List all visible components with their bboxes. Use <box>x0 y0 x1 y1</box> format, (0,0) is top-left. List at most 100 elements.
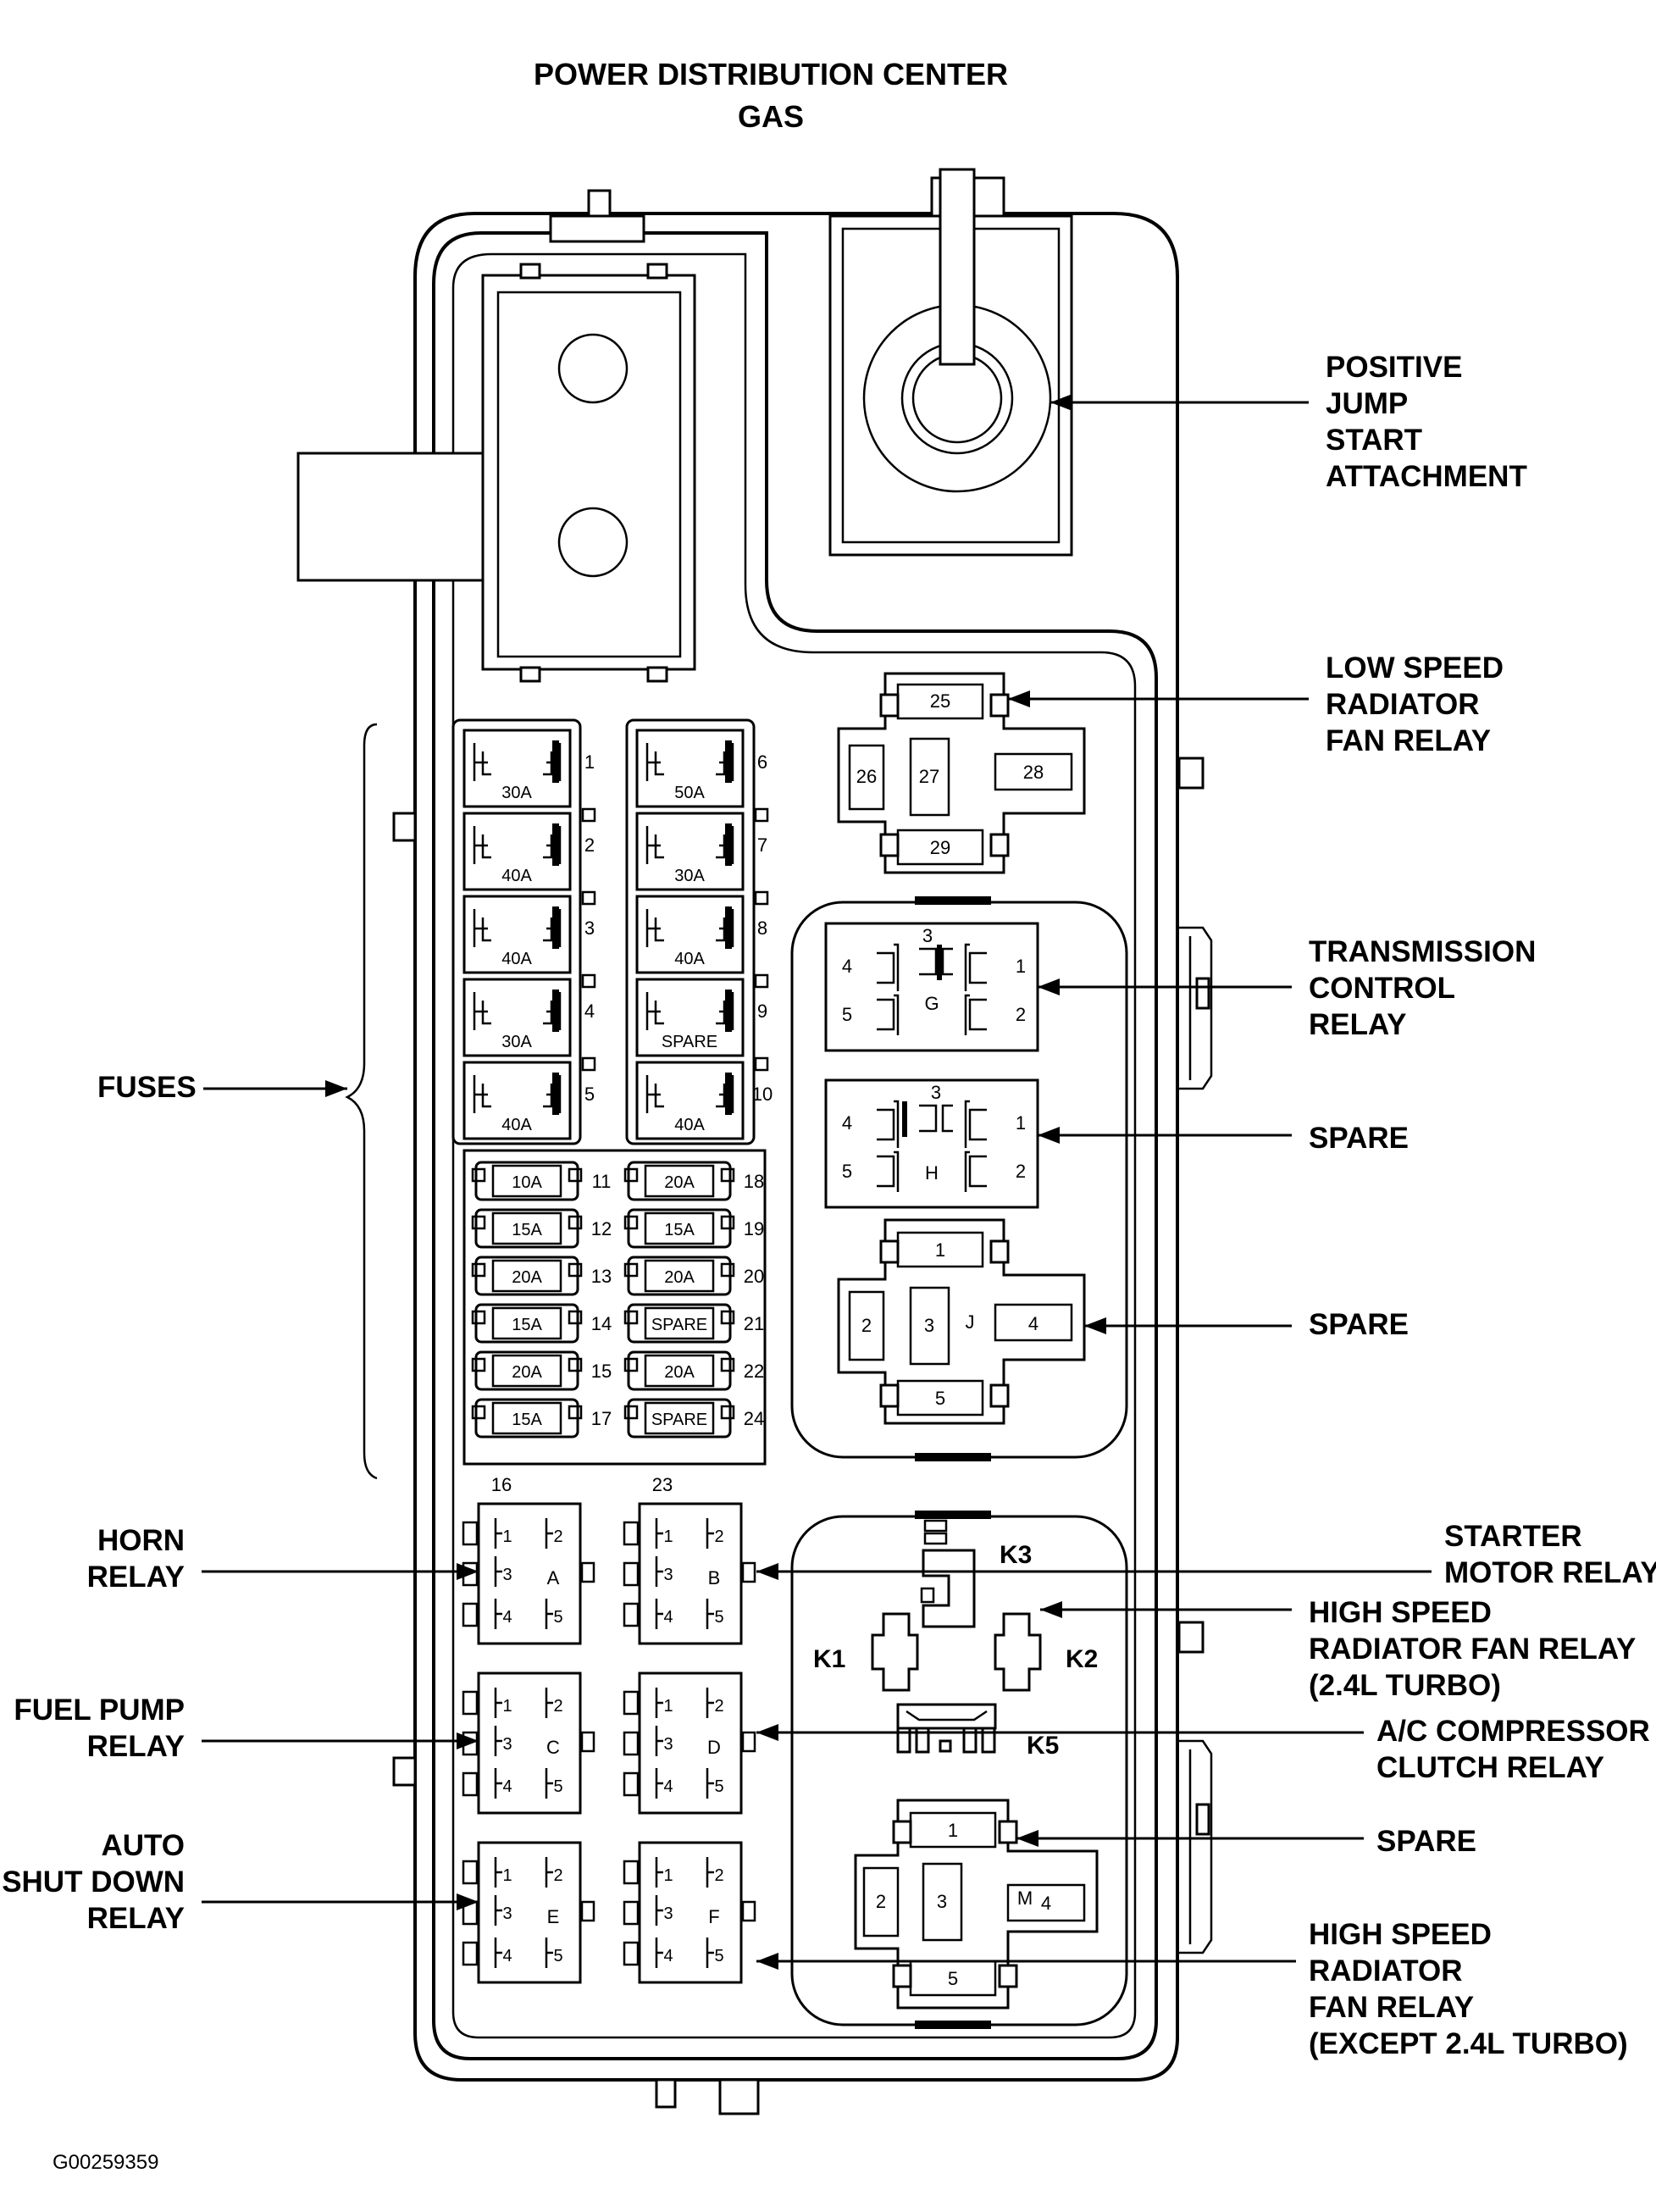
micro-relay-pin: 5 <box>553 1608 562 1627</box>
micro-relay-pin: 2 <box>714 1866 723 1885</box>
mini-fuse-label-16: 16 <box>491 1474 512 1495</box>
callout-arrow <box>202 1893 479 1910</box>
callout-low-speed-fan: LOW SPEED RADIATOR FAN RELAY <box>1326 651 1504 757</box>
relay-25-29: 25 26 27 28 29 <box>837 672 1086 874</box>
relay-g-pin-4: 4 <box>842 956 852 977</box>
relay-k1-label: K1 <box>813 1645 845 1673</box>
callout-hs-fan-except-line-2: RADIATOR <box>1309 1954 1462 1987</box>
mini-fuse-rating: 20A <box>664 1268 695 1287</box>
relay-h-pin-1: 1 <box>1016 1112 1026 1134</box>
micro-relay-pin: 3 <box>502 1735 512 1754</box>
callout-fuel-pump-line-1: FUEL PUMP <box>14 1694 185 1727</box>
relay-k2-label: K2 <box>1066 1645 1098 1673</box>
mini-fuse-number: 17 <box>591 1408 612 1429</box>
maxi-fuse-rating: 30A <box>501 784 532 802</box>
mini-fuse-13: 20A 13 <box>471 1256 612 1296</box>
relay-k5: K5 <box>896 1703 1059 1760</box>
callout-starter-line-2: MOTOR RELAY <box>1444 1556 1656 1589</box>
micro-relay-pin: 3 <box>663 1566 673 1584</box>
callout-spare-h: SPARE <box>1309 1122 1409 1155</box>
relay-j-id: J <box>966 1311 975 1333</box>
micro-relay-id: F <box>708 1906 719 1927</box>
micro-relay-pin: 4 <box>502 1608 512 1627</box>
callout-transmission-line-1: TRANSMISSION <box>1309 935 1536 968</box>
callout-hs-fan-except: HIGH SPEED RADIATOR FAN RELAY (EXCEPT 2.… <box>1309 1918 1628 2060</box>
micro-relay-pin: 4 <box>663 1608 673 1627</box>
relay-h-pin-4: 4 <box>842 1112 852 1134</box>
callout-low-speed-fan-line-3: FAN RELAY <box>1326 724 1491 757</box>
mini-fuse-rating: 20A <box>512 1363 542 1382</box>
relay-m-pin-1: 1 <box>948 1820 958 1841</box>
callout-spare-j: SPARE <box>1309 1308 1409 1341</box>
mini-fuse-number: 13 <box>591 1266 612 1287</box>
micro-relay-pin: 3 <box>663 1904 673 1923</box>
micro-relay-pin: 1 <box>663 1697 673 1716</box>
callout-arrow <box>756 1563 1432 1580</box>
relay-pin-27: 27 <box>919 766 939 787</box>
callout-arrow <box>756 1724 1364 1741</box>
mini-fuse-rating: SPARE <box>651 1316 707 1334</box>
maxi-fuse-rating: 40A <box>501 1116 532 1134</box>
micro-relay-pin: 1 <box>502 1527 512 1546</box>
mini-fuse-rating: 15A <box>512 1411 542 1429</box>
callout-transmission-line-2: CONTROL <box>1309 972 1455 1005</box>
callout-hs-fan-turbo: HIGH SPEED RADIATOR FAN RELAY (2.4L TURB… <box>1309 1596 1636 1702</box>
callout-jump-start: POSITIVE JUMP START ATTACHMENT <box>1326 351 1527 493</box>
relay-h-pin-2: 2 <box>1016 1161 1026 1182</box>
callout-asd: AUTO SHUT DOWN RELAY <box>2 1829 185 1935</box>
jump-start-post <box>828 168 1073 557</box>
mini-fuse-rating: 15A <box>512 1221 542 1239</box>
maxi-fuse-rating: 30A <box>674 867 705 885</box>
micro-relay-pin: 2 <box>553 1527 562 1546</box>
diagram-title-line-2: GAS <box>738 99 804 134</box>
callout-hs-fan-except-line-3: FAN RELAY <box>1309 1991 1474 2024</box>
mini-fuse-number: 19 <box>744 1218 764 1239</box>
mini-fuse-rating: 20A <box>512 1268 542 1287</box>
relay-m-pin-3: 3 <box>937 1891 947 1912</box>
maxi-fuse-block: 30A140A240A330A440A550A630A740A8SPARE940… <box>451 718 773 1145</box>
relay-h: 1 2 3 4 5 H <box>824 1078 1039 1209</box>
callout-starter-line-1: STARTER <box>1444 1520 1582 1553</box>
micro-relay-pin: 3 <box>502 1566 512 1584</box>
micro-relay-pin: 1 <box>502 1697 512 1716</box>
relay-h-pin-3: 3 <box>931 1082 941 1103</box>
micro-relay-pin: 4 <box>663 1947 673 1965</box>
mini-fuse-number: 14 <box>591 1313 612 1334</box>
callout-fuses: FUSES <box>97 1071 197 1104</box>
callout-fuel-pump: FUEL PUMP RELAY <box>14 1694 185 1763</box>
callout-ac-clutch: A/C COMPRESSOR CLUTCH RELAY <box>1376 1715 1650 1784</box>
mini-fuse-number: 24 <box>744 1408 764 1429</box>
micro-relay-pin: 2 <box>714 1697 723 1716</box>
maxi-fuse-rating: 40A <box>501 867 532 885</box>
micro-relay-pin: 5 <box>714 1777 723 1796</box>
callout-fuel-pump-line-2: RELAY <box>87 1730 185 1763</box>
micro-relay-pin: 1 <box>502 1866 512 1885</box>
relay-m-id: M <box>1017 1888 1033 1909</box>
relay-pin-25: 25 <box>930 690 950 712</box>
mini-fuse-rating: 20A <box>664 1363 695 1382</box>
callout-arrow <box>202 1563 479 1580</box>
relay-m-pin-2: 2 <box>876 1891 886 1912</box>
callout-low-speed-fan-line-1: LOW SPEED <box>1326 651 1504 685</box>
relay-j-pin-1: 1 <box>935 1239 945 1261</box>
relay-pin-29: 29 <box>930 837 950 858</box>
mini-fuse-number: 20 <box>744 1266 764 1287</box>
maxi-fuse-rating: 50A <box>674 784 705 802</box>
relay-k3-label: K3 <box>1000 1541 1032 1569</box>
micro-relay-pin: 5 <box>553 1777 562 1796</box>
relay-m-pin-5: 5 <box>948 1968 958 1989</box>
